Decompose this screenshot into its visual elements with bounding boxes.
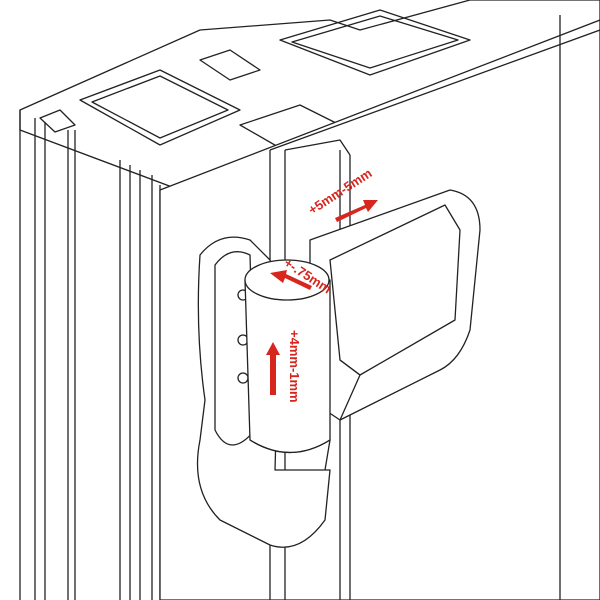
- vertical-adjust-arrow: [266, 342, 280, 395]
- vertical-adjust-label: +4mm-1mm: [287, 330, 302, 403]
- horizontal-adjust-arrow: [335, 200, 378, 222]
- compression-adjust-arrow: [270, 270, 312, 290]
- hinge-sash-arm: [309, 189, 481, 421]
- window-frame-profile: [19, 0, 600, 600]
- hinge-barrel: [244, 259, 331, 471]
